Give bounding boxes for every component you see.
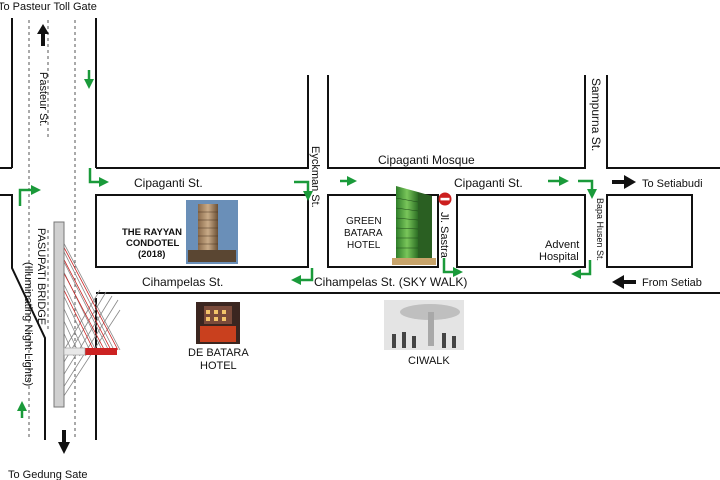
pasupati-bridge-label: PASUPATI BRIDGE [35, 228, 47, 325]
to-setiabudi-label: To Setiabudi [642, 178, 703, 190]
rayyan-name-line3: (2018) [138, 249, 165, 260]
lane-dashes [28, 20, 76, 440]
jl-sastra-label: Jl. Sastra [438, 212, 450, 259]
advent-hospital-line2: Hospital [539, 251, 579, 263]
no-entry-icon [438, 192, 452, 206]
bottom-direction-label: To Gedung Sate [8, 469, 88, 480]
arrow-up-icon [37, 24, 49, 46]
ciwalk-label: CIWALK [408, 355, 450, 367]
green-batara-name-line3: HOTEL [347, 240, 381, 251]
cipaganti-st-left-label: Cipaganti St. [134, 176, 203, 190]
rayyan-name-line1: THE RAYYAN [122, 227, 182, 238]
pasteur-st-label: Pasteur St. [37, 72, 49, 126]
rayyan-building-icon [186, 200, 238, 264]
advent-hospital-line1: Advent [545, 239, 579, 251]
cihampelas-st-label: Cihampelas St. [142, 275, 223, 289]
de-batara-name-line2: HOTEL [200, 360, 237, 372]
cipaganti-mosque-label: Cipaganti Mosque [378, 153, 475, 167]
bapa-husen-st-label: Bapa Husen St. [595, 198, 605, 261]
road-network [0, 18, 720, 440]
from-setiabudi-label: From Setiab [642, 277, 702, 289]
sampurna-st-label: Sampurna St. [589, 78, 603, 151]
green-arrow-icon [17, 70, 597, 418]
arrow-down-icon [58, 430, 70, 454]
green-batara-building-icon [392, 186, 436, 265]
cipaganti-st-right-label: Cipaganti St. [454, 176, 523, 190]
black-arrow-right-icon [612, 175, 636, 189]
green-batara-name-line2: BATARA [344, 228, 383, 239]
green-batara-name-line1: GREEN [346, 216, 382, 227]
pasupati-note-label: (Illuminating Night Lights) [22, 262, 34, 386]
eyckman-st-label: Eyckman St. [309, 146, 321, 208]
de-batara-building-icon [196, 302, 240, 344]
pasupati-bridge [53, 221, 121, 408]
de-batara-name-line1: DE BATARA [188, 347, 249, 359]
top-direction-label: To Pasteur Toll Gate [0, 1, 97, 13]
cihampelas-skywalk-label: Cihampelas St. (SKY WALK) [314, 275, 467, 289]
black-arrow-left-icon [612, 275, 636, 289]
rayyan-name-line2: CONDOTEL [126, 238, 180, 249]
ciwalk-icon [384, 300, 464, 350]
